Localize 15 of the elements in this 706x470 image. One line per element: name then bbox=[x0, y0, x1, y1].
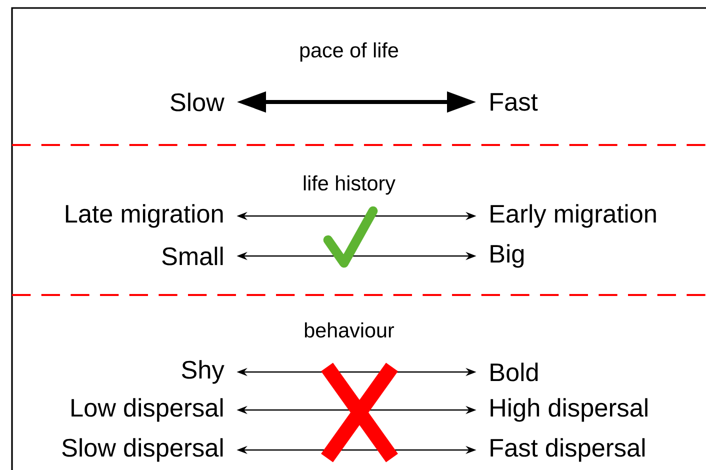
node-text: High dispersal bbox=[490, 398, 648, 422]
node-text: Slow bbox=[170, 92, 224, 112]
node-text: Big bbox=[490, 244, 524, 268]
section-title: pace of life bbox=[300, 42, 398, 62]
node-text: Low dispersal bbox=[72, 398, 223, 422]
node-text: Bold bbox=[490, 362, 538, 382]
node-text: Late migration bbox=[66, 204, 223, 228]
node-text: Shy bbox=[182, 360, 224, 384]
node-text: Early migration bbox=[490, 204, 656, 228]
node-text: Fast dispersal bbox=[490, 438, 645, 462]
section-title: life history bbox=[304, 175, 396, 195]
node-text: Fast bbox=[490, 93, 538, 111]
node-text: Slow dispersal bbox=[62, 438, 223, 462]
section-title: behaviour bbox=[304, 322, 394, 338]
node-text: Small bbox=[162, 246, 223, 266]
